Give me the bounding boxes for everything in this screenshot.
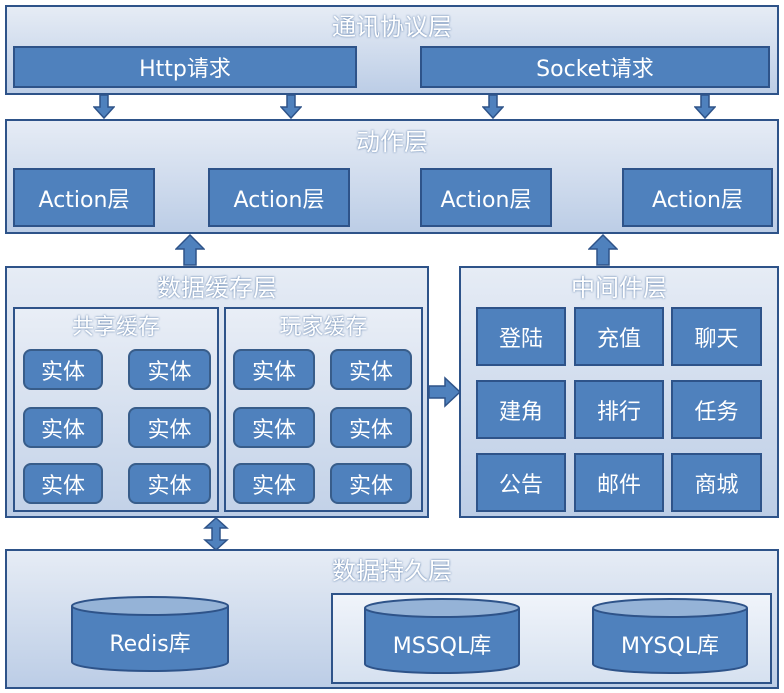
entity-box: 实体 bbox=[330, 407, 412, 448]
shared-cache-group: 共享缓存 实体 实体 实体 实体 实体 实体 bbox=[13, 307, 219, 512]
entity-box: 实体 bbox=[330, 463, 412, 504]
down-arrow-icon bbox=[694, 95, 716, 119]
entity-box: 实体 bbox=[23, 463, 103, 504]
entity-box: 实体 bbox=[23, 349, 103, 390]
cache-layer-title: 数据缓存层 bbox=[157, 274, 277, 302]
entity-box: 实体 bbox=[233, 463, 315, 504]
right-arrow-icon bbox=[428, 376, 462, 408]
middleware-box: 公告 bbox=[476, 453, 566, 512]
middleware-box: 邮件 bbox=[574, 453, 664, 512]
mysql-label: MYSQL库 bbox=[621, 634, 719, 659]
entity-box: 实体 bbox=[330, 349, 412, 390]
middleware-box: 任务 bbox=[671, 380, 762, 439]
entity-box: 实体 bbox=[128, 407, 211, 448]
shared-cache-title: 共享缓存 bbox=[71, 315, 160, 340]
entity-box: 实体 bbox=[128, 349, 211, 390]
middleware-box: 排行 bbox=[574, 380, 664, 439]
down-arrow-icon bbox=[93, 95, 115, 119]
middleware-box: 建角 bbox=[476, 380, 566, 439]
down-arrow-icon bbox=[280, 95, 302, 119]
middleware-box: 商城 bbox=[671, 453, 762, 512]
cache-layer: 数据缓存层 共享缓存 实体 实体 实体 实体 实体 实体 玩家缓存 实体 实体 … bbox=[5, 266, 429, 518]
redis-database: Redis库 bbox=[70, 596, 230, 672]
bidirectional-arrow-icon bbox=[203, 517, 229, 551]
action-layer: 动作层 Action层 Action层 Action层 Action层 bbox=[5, 119, 779, 234]
action-box: Action层 bbox=[13, 168, 155, 227]
up-arrow-icon bbox=[588, 234, 618, 266]
protocol-layer-title: 通讯协议层 bbox=[332, 13, 452, 41]
database-cylinder-icon bbox=[364, 598, 520, 674]
action-box: Action层 bbox=[208, 168, 350, 227]
database-cylinder-icon bbox=[71, 596, 229, 672]
mssql-label: MSSQL库 bbox=[392, 634, 492, 659]
middleware-box: 聊天 bbox=[671, 307, 762, 366]
middleware-layer: 中间件层 登陆 充值 聊天 建角 排行 任务 公告 邮件 商城 bbox=[459, 266, 779, 518]
player-cache-group: 玩家缓存 实体 实体 实体 实体 实体 实体 bbox=[224, 307, 423, 512]
entity-box: 实体 bbox=[128, 463, 211, 504]
mysql-database: MYSQL库 bbox=[591, 598, 749, 674]
middleware-layer-title: 中间件层 bbox=[571, 274, 667, 302]
action-layer-title: 动作层 bbox=[356, 128, 428, 156]
http-request-box: Http请求 bbox=[13, 46, 357, 88]
middleware-box: 登陆 bbox=[476, 307, 566, 366]
protocol-layer: 通讯协议层 Http请求 Socket请求 bbox=[5, 5, 779, 95]
persistence-layer-title: 数据持久层 bbox=[332, 557, 452, 585]
middleware-box: 充值 bbox=[574, 307, 664, 366]
redis-label: Redis库 bbox=[109, 632, 191, 657]
down-arrow-icon bbox=[482, 95, 504, 119]
action-box: Action层 bbox=[622, 168, 773, 227]
entity-box: 实体 bbox=[233, 349, 315, 390]
entity-box: 实体 bbox=[233, 407, 315, 448]
up-arrow-icon bbox=[175, 234, 205, 266]
entity-box: 实体 bbox=[23, 407, 103, 448]
player-cache-title: 玩家缓存 bbox=[279, 315, 368, 340]
socket-request-box: Socket请求 bbox=[420, 46, 770, 88]
action-box: Action层 bbox=[420, 168, 552, 227]
persistence-layer: 数据持久层 Redis库 MSSQL库 MYSQL库 bbox=[5, 549, 779, 689]
sql-database-group: MSSQL库 MYSQL库 bbox=[331, 593, 772, 684]
mssql-database: MSSQL库 bbox=[363, 598, 521, 674]
database-cylinder-icon bbox=[592, 598, 748, 674]
